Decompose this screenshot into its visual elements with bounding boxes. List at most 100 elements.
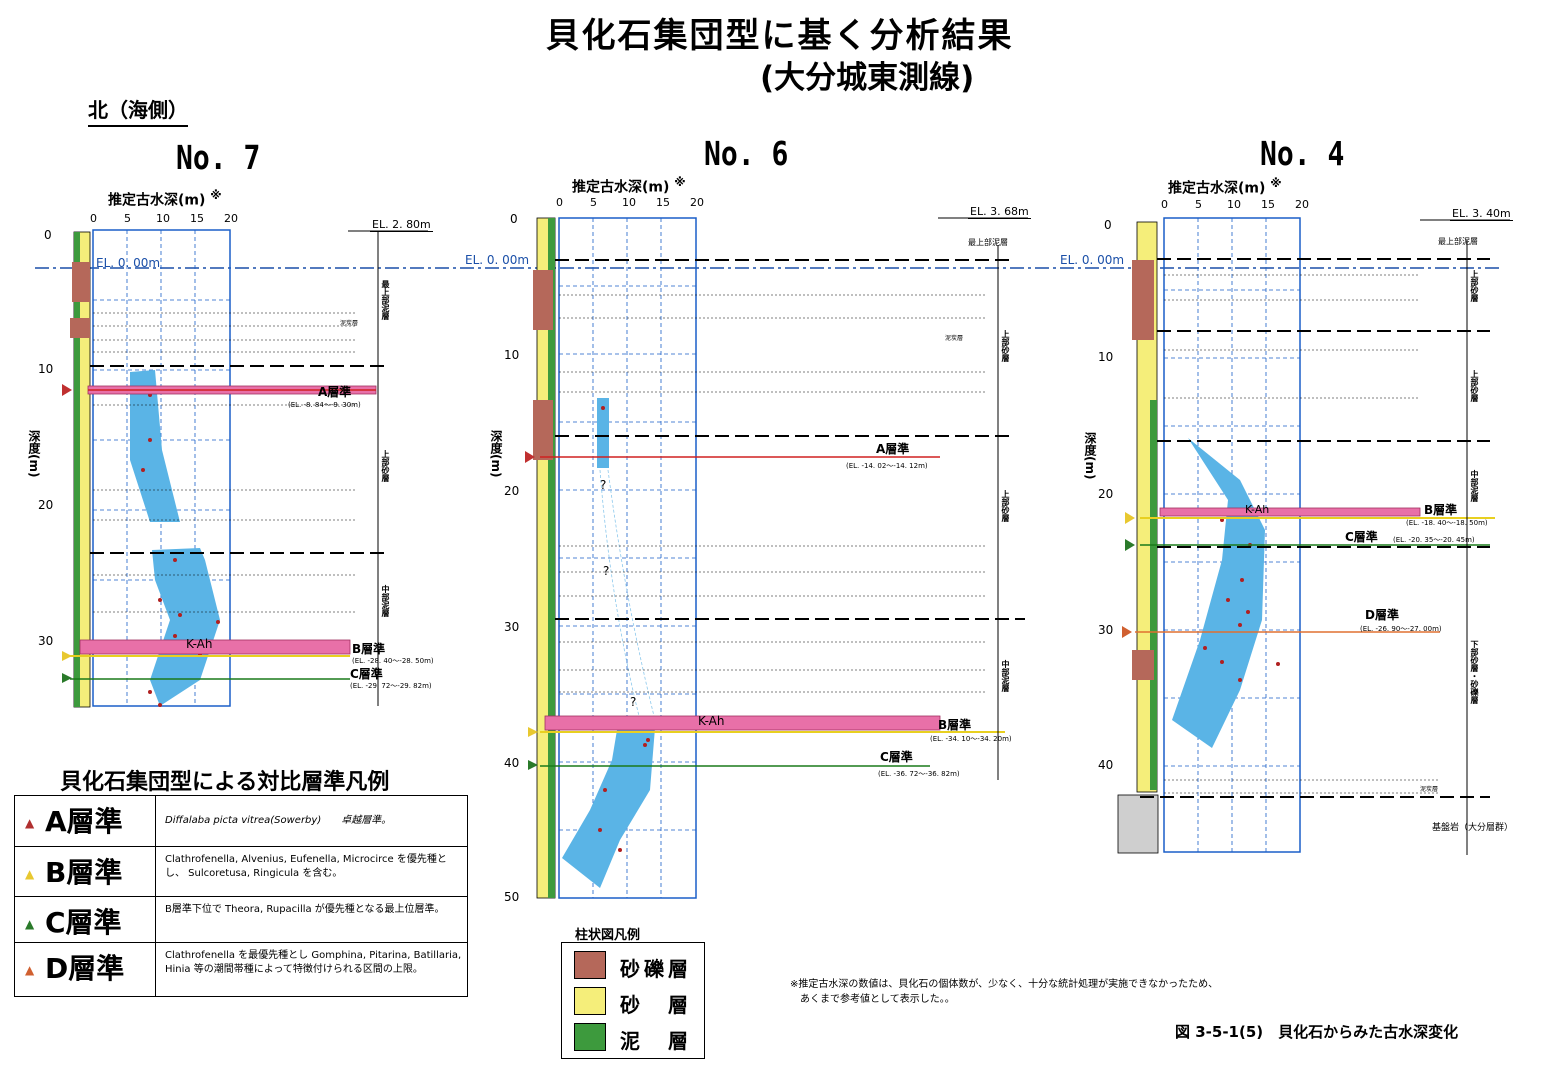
legend-row-d: ▲D層準 Clathrofenella を最優先種とし Gomphina, Pi… — [15, 942, 467, 997]
depth-tick: 0 — [510, 212, 518, 226]
depth-axis-label: 深度(m) — [489, 430, 503, 478]
layer-label: 上部砂層 — [381, 450, 390, 482]
el-label-no6: EL. 3. 68m — [968, 205, 1031, 219]
depth-tick: 20 — [504, 484, 520, 498]
paleodepth-zone-no7-upper — [130, 370, 180, 522]
depth-tick: 20 — [38, 498, 54, 512]
depth-tick: 0 — [1104, 218, 1112, 232]
triangle-icon: ▲ — [25, 917, 35, 931]
axis-title-no4: 推定古水深(m) ※ — [1168, 176, 1282, 197]
horizon-range: (EL. -18. 40～-18. 50m) — [1406, 519, 1488, 527]
column-title-no7: No. 7 — [176, 138, 261, 177]
column-legend-title: 柱状図凡例 — [575, 928, 641, 943]
depth-tick: 20 — [1098, 487, 1114, 501]
borehole-gravel2-no7 — [70, 318, 90, 338]
depth-tick: 50 — [504, 890, 520, 904]
kah-label: K-Ah — [698, 714, 725, 728]
column-title-no4: No. 4 — [1260, 134, 1345, 173]
horizon-range: (EL. -28. 40～-28. 50m) — [352, 657, 434, 665]
triangle-icon: ▲ — [25, 963, 35, 977]
layer-label: 上部砂層 — [1001, 330, 1010, 362]
peat-note: 泥炭層 — [340, 320, 359, 327]
depth-tick: 10 — [38, 362, 54, 376]
horizon-range: (EL. -34. 10～-34. 20m) — [930, 735, 1012, 743]
sand-label: 砂 層 — [620, 993, 692, 1017]
question-mark: ? — [630, 695, 637, 709]
depth-tick: 0 — [44, 228, 52, 242]
depth-axis-label: 深度(m) — [27, 430, 41, 478]
figure-caption: 図 3-5-1(5) 貝化石からみた古水深変化 — [1175, 1023, 1459, 1041]
horizon-label-b: B層準 — [1424, 503, 1458, 517]
paleodepth-zone-no7-lower — [150, 548, 220, 706]
kah-label: K-Ah — [186, 637, 213, 651]
sand-swatch — [574, 987, 606, 1015]
layer-label: 最上部泥層 — [968, 238, 1008, 247]
legend-title: 貝化石集団型による対比層準凡例 — [60, 770, 390, 795]
horizon-range: (EL. -29. 72～-29. 82m) — [350, 682, 432, 690]
page-subtitle: (大分城東測線) — [760, 60, 975, 96]
depth-tick: 10 — [1098, 350, 1114, 364]
legend-row-c: ▲C層準 B層準下位で Theora, Rupacilla が優先種となる最上位… — [15, 896, 467, 943]
depth-tick: 30 — [38, 634, 54, 648]
paleodepth-zone-no6-upper — [597, 398, 609, 468]
layer-label: 中部泥層 — [381, 585, 390, 617]
marker-b-no7 — [62, 651, 72, 661]
el-label-no7: EL. 2. 80m — [370, 218, 433, 232]
question-mark: ? — [600, 478, 607, 492]
horizon-label-b: B層準 — [938, 718, 972, 732]
mud-swatch — [574, 1023, 606, 1051]
paleodepth-zone-no4 — [1172, 438, 1265, 748]
basement-label: 基盤岩（大分層群） — [1432, 823, 1514, 833]
layer-label: 最上部泥層 — [1438, 237, 1478, 246]
legend-row-b: ▲B層準 Clathrofenella, Alvenius, Eufenella… — [15, 846, 467, 897]
question-mark: ? — [603, 564, 610, 578]
horizon-label-d: D層準 — [1365, 608, 1399, 622]
layer-label: 中部泥層 — [1470, 470, 1479, 502]
layer-label: 最上部泥層 — [381, 280, 390, 320]
layer-label: 上部砂層 — [1001, 490, 1010, 522]
column-title-no6: No. 6 — [704, 134, 789, 173]
column-no6 — [525, 217, 1028, 899]
triangle-icon: ▲ — [25, 816, 35, 830]
el-label-no4: EL. 3. 40m — [1450, 207, 1513, 221]
paleodepth-zone-no6-lower — [562, 724, 655, 888]
column-no7 — [62, 229, 428, 708]
triangle-icon: ▲ — [25, 867, 35, 881]
kah-band-no6 — [544, 715, 941, 731]
borehole-gravel-no7 — [72, 262, 90, 302]
horizon-legend-table: ▲A層準 Diffalaba picta vitrea(Sowerby) 卓越層… — [14, 795, 468, 997]
layer-label: 中部泥層 — [1001, 660, 1010, 692]
axis-title-no6: 推定古水深(m) ※ — [572, 175, 686, 196]
axis-title-no7: 推定古水深(m) ※ — [108, 188, 222, 209]
kah-band-no7 — [79, 639, 351, 655]
gravel-swatch — [574, 951, 606, 979]
horizon-range: (EL. -14. 02～-14. 12m) — [846, 462, 928, 470]
peat-note: 泥炭層 — [945, 335, 964, 342]
layer-label: 下部砂層・砂礫層 — [1470, 640, 1479, 704]
horizon-label-c: C層準 — [1345, 530, 1378, 544]
column-legend: 砂礫層 砂 層 泥 層 — [561, 942, 705, 1059]
gravel-label: 砂礫層 — [620, 957, 692, 981]
column-no4 — [1117, 217, 1510, 855]
el-zero-label: EL. 0. 00m — [1060, 253, 1125, 267]
depth-tick: 10 — [504, 348, 520, 362]
marker-a-no7 — [62, 384, 72, 396]
marker-c-no7 — [62, 673, 72, 683]
depth-tick: 40 — [1098, 758, 1114, 772]
page-title: 貝化石集団型に基く分析結果 — [545, 16, 1014, 56]
borehole-mud-no7 — [74, 232, 80, 707]
peat-note: 泥炭層 — [1420, 786, 1439, 793]
layer-label: 上部砂層 — [1470, 370, 1479, 402]
el-zero-label: EL. 0. 00m — [465, 253, 530, 267]
horizon-range: (EL. -26. 90～-27. 00m) — [1360, 625, 1442, 633]
horizon-label-a: A層準 — [876, 442, 910, 456]
horizon-range: (EL. -8. 84～-9. 30m) — [288, 401, 361, 409]
horizon-range: (EL. -20. 35～-20. 45m) — [1393, 536, 1475, 544]
horizon-range: (EL. -36. 72～-36. 82m) — [878, 770, 960, 778]
depth-tick: 40 — [504, 756, 520, 770]
horizon-label-c: C層準 — [350, 667, 383, 681]
depth-axis-label: 深度(m) — [1083, 432, 1097, 480]
mud-label: 泥 層 — [620, 1029, 692, 1053]
direction-label: 北（海側） — [88, 94, 188, 127]
